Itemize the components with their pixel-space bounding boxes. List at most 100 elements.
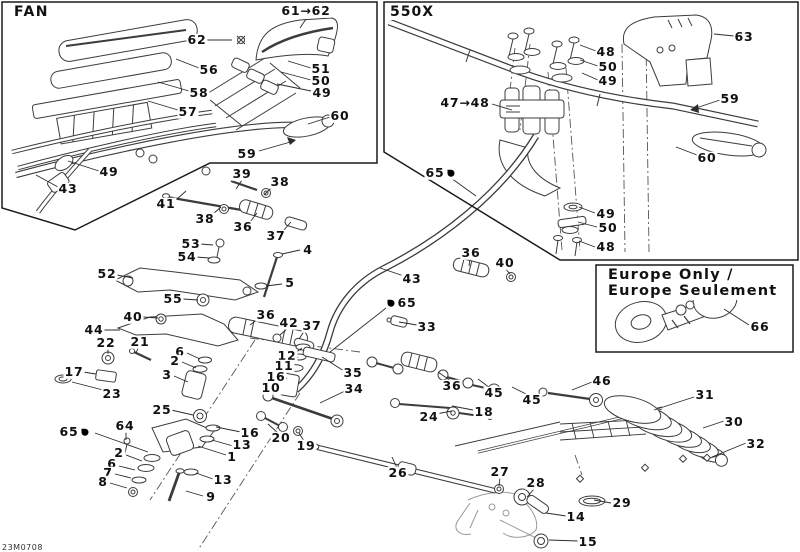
part-label: 65 [424, 166, 456, 180]
part-number: 45 [484, 384, 504, 400]
part-label: 27 [489, 463, 511, 479]
part-label: 44 [83, 323, 105, 337]
part-label: 26 [387, 466, 409, 480]
part-label: 57 [177, 103, 199, 119]
part-label: 9 [205, 490, 217, 504]
steering-boot [603, 395, 728, 467]
part-number: 40 [123, 308, 143, 324]
part-label: 6 [174, 343, 186, 359]
part-number: 22 [96, 334, 116, 350]
part-number: 58 [189, 84, 209, 100]
part-label: 43 [401, 272, 423, 286]
part-label: 52 [96, 267, 118, 281]
part-label: 43 [57, 182, 79, 196]
part-number: 25 [152, 401, 172, 417]
part-label: 32 [745, 437, 767, 451]
part-label: 16 [239, 424, 261, 440]
part-number: 27 [490, 463, 510, 479]
part-number: 16 [266, 368, 286, 384]
part-label: 60 [696, 149, 718, 165]
part-label: 36 [255, 306, 277, 322]
part-label: 18 [473, 403, 495, 419]
part-label: 20 [270, 431, 292, 445]
part-label: 36 [460, 246, 482, 260]
part-label: 29 [611, 494, 633, 510]
part-label: 13 [212, 471, 234, 487]
part-number: 31 [695, 386, 715, 402]
part-number: 2 [114, 444, 124, 460]
part-label: 23 [101, 387, 123, 401]
part-label: 65 [386, 296, 418, 310]
part-number: 18 [474, 403, 494, 419]
part-label: 49 [597, 72, 619, 88]
part-label: 65 [58, 425, 90, 439]
part-label: 64 [114, 419, 136, 433]
part-label: 13 [231, 436, 253, 452]
part-number: 57 [178, 103, 198, 119]
part-number: 49 [598, 72, 618, 88]
part-number: 2 [170, 352, 180, 368]
part-label: 45 [483, 384, 505, 400]
part-number: 49 [99, 163, 119, 179]
part-number: 28 [526, 474, 546, 490]
part-label: 33 [416, 320, 438, 334]
part-label: 8 [97, 475, 109, 489]
part-number: 36 [256, 306, 276, 322]
part-label: 22 [95, 334, 117, 350]
part-label: 50 [310, 74, 332, 88]
part-label: 1 [226, 448, 238, 464]
part-number: 16 [240, 424, 260, 440]
part-number: 48 [596, 238, 616, 254]
europe-box-title-line2: Europe Seulement [608, 282, 778, 299]
part-label: 5 [284, 276, 296, 290]
part-label: 7 [102, 464, 114, 480]
part-number: 1 [227, 448, 237, 464]
part-label: 51 [310, 62, 332, 76]
part-number: 45 [522, 391, 542, 407]
part-number: 38 [195, 210, 215, 226]
part-number: 29 [612, 494, 632, 510]
part-label: 30 [723, 415, 745, 429]
part-label: 38 [269, 175, 291, 189]
part-number: 50 [598, 219, 618, 235]
part-label: 11 [273, 359, 295, 373]
part-label: 31 [694, 386, 716, 402]
part-label: 36 [441, 379, 463, 393]
lubricant-symbol-icon [81, 428, 89, 436]
part-number: 47→48 [440, 94, 490, 110]
part-number: 13 [213, 471, 233, 487]
x550-box-title: 550X [388, 4, 437, 20]
part-label: 40 [122, 308, 144, 324]
fan-box-border [1, 1, 378, 231]
part-label: 36 [232, 218, 254, 234]
part-number: 61→62 [281, 2, 331, 18]
part-number: 36 [233, 218, 253, 234]
part-label: 14 [565, 508, 587, 524]
part-number: 60 [330, 107, 350, 123]
part-number: 6 [175, 343, 185, 359]
part-number: 60 [697, 149, 717, 165]
part-label: 59 [719, 92, 741, 106]
part-number: 53 [181, 235, 201, 251]
part-label: 45 [521, 391, 543, 407]
part-number: 66 [750, 318, 770, 334]
part-number: 13 [232, 436, 252, 452]
part-label: 21 [129, 333, 151, 349]
part-number: 62 [187, 31, 207, 47]
europe-box-title-line1: Europe Only / [608, 267, 734, 283]
riser-screws [507, 27, 585, 83]
part-number: 21 [130, 333, 150, 349]
part-number: 39 [232, 165, 252, 181]
leader-arrowhead [287, 137, 296, 145]
part-number: 14 [566, 508, 586, 524]
part-number: 7 [103, 464, 113, 480]
part-label: 47→48 [439, 94, 491, 110]
part-label: 46 [591, 374, 613, 388]
part-number: 24 [419, 408, 439, 424]
part-label: 50 [597, 219, 619, 235]
leader-lines [35, 18, 750, 542]
part-number: 42 [279, 314, 299, 330]
part-label: 4 [302, 243, 314, 257]
europe-box-border [595, 264, 794, 353]
